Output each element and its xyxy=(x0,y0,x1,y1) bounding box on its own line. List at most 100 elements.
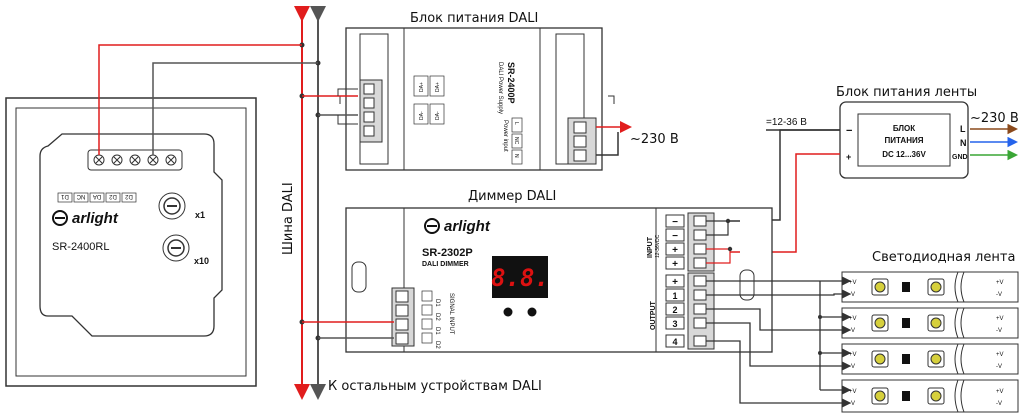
dimmer-input-terminals: − − + + xyxy=(665,212,715,272)
output-term: + xyxy=(672,277,678,288)
psu-model: SR-2400P xyxy=(506,62,516,104)
dial-x10-label: x10 xyxy=(194,256,209,266)
psu-wires xyxy=(302,88,632,156)
strip-plus: +V xyxy=(996,389,1004,395)
led-strip-1: +V -V +V -V xyxy=(841,271,1019,303)
panel-bus-wires xyxy=(98,44,318,155)
psu-input-labels: L NC N xyxy=(511,117,523,165)
output-title: OUTPUT xyxy=(650,301,657,331)
strip-psu-pin-l: L xyxy=(960,124,966,134)
input-sub: 12-36VDC xyxy=(655,234,661,258)
strip-minus: -V xyxy=(849,364,855,370)
input-term: + xyxy=(672,259,678,270)
output-term: 3 xyxy=(672,319,677,329)
strip-plus: +V xyxy=(996,280,1004,286)
dimmer-brand: arlight xyxy=(444,218,491,235)
dali-dimmer: Диммер DALI D1 D2 D1 D2 SIGNAL INPUT xyxy=(345,189,773,353)
psu-left-terminals xyxy=(359,79,383,143)
dimmer-signal-labels: D1 D2 D1 D2 xyxy=(421,290,440,349)
dimmer-subtitle: DALI DIMMER xyxy=(422,261,469,268)
psu-input-label: L xyxy=(513,122,519,125)
panel-term-label: DA xyxy=(93,193,101,199)
dali-bus: Шина DALI К остальным устройствам DALI xyxy=(281,6,542,400)
dimmer-button-2[interactable] xyxy=(527,307,537,317)
panel-term-label: NC xyxy=(76,193,85,199)
mains-voltage-strip: ~230 В xyxy=(970,111,1019,126)
strip-minus: -V xyxy=(996,401,1002,407)
dimmer-button-1[interactable] xyxy=(503,307,513,317)
output-term: 1 xyxy=(672,291,677,301)
led-strip-4: +V -V +V -V xyxy=(841,379,1019,413)
input-term: − xyxy=(672,231,678,242)
output-term: 2 xyxy=(672,305,677,315)
panel-brand: arlight xyxy=(72,210,119,227)
psu-subtitle: DALI Power Supply xyxy=(497,62,503,114)
strip-minus: -V xyxy=(849,328,855,334)
strip-plus: +V xyxy=(849,280,857,286)
strip-minus: -V xyxy=(996,292,1002,298)
panel-term-label: D2 xyxy=(109,193,117,199)
bus-label: Шина DALI xyxy=(281,182,296,255)
psu-da-label: DA- xyxy=(419,111,425,120)
input-term: + xyxy=(672,245,678,256)
dimmer-model: SR-2302P xyxy=(422,247,473,259)
dimmer-title: Диммер DALI xyxy=(468,189,556,204)
led-strip-2: +V -V +V -V xyxy=(841,307,1019,339)
strip-psu-pin-gnd: GND xyxy=(952,154,968,161)
signal-term-label: D1 xyxy=(434,299,440,307)
psu-input-label: N xyxy=(513,154,519,158)
panel-term-label: D1 xyxy=(61,193,69,199)
rotary-switch-x1-icon xyxy=(158,192,186,220)
arlight-logo-icon xyxy=(424,218,440,234)
signal-term-label: D1 xyxy=(434,327,440,335)
bottom-note: К остальным устройствам DALI xyxy=(328,379,542,394)
strip-minus: -V xyxy=(849,401,855,407)
psu-da-label: DA+ xyxy=(435,82,441,92)
signal-term-label: D2 xyxy=(434,341,440,349)
psu-da-label: DA+ xyxy=(419,82,425,92)
input-title: INPUT xyxy=(647,236,654,258)
dial-x1-label: x1 xyxy=(195,210,205,220)
dimmer-output-terminals: + 1 2 3 4 xyxy=(665,272,715,350)
dimmer-signal-terminals xyxy=(391,287,415,347)
input-term: − xyxy=(672,217,678,228)
arlight-logo-icon xyxy=(52,210,68,226)
display-digits: 8.8. xyxy=(491,264,549,292)
strip-plus: +V xyxy=(849,352,857,358)
strip-voltage: =12-36 В xyxy=(766,117,807,128)
strip-minus: -V xyxy=(996,364,1002,370)
psu-input-label: NC xyxy=(513,137,519,145)
seven-segment-display: 8.8. xyxy=(491,256,549,298)
strip-plus: +V xyxy=(849,316,857,322)
panel-model: SR-2400RL xyxy=(52,241,109,253)
led-strip-title: Светодиодная лента xyxy=(872,250,1015,265)
strip-plus: +V xyxy=(996,352,1004,358)
strip-plus: +V xyxy=(849,389,857,395)
dimmer-input-wires xyxy=(706,218,740,264)
strip-psu-pin-n: N xyxy=(960,138,967,148)
strip-psu-line2: ПИТАНИЯ xyxy=(885,136,924,145)
strip-minus: -V xyxy=(996,328,1002,334)
strip-psu-line1: БЛОК xyxy=(893,124,915,133)
signal-title: SIGNAL INPUT xyxy=(448,293,454,335)
strip-psu-title: Блок питания ленты xyxy=(836,85,977,100)
panel-term-label: D2 xyxy=(125,193,133,199)
psu-da-labels: DA+ DA+ DA- DA- xyxy=(413,75,445,125)
wall-panel: D1 NC DA D2 D2 arlight SR-2400RL x1 x10 xyxy=(5,97,257,387)
led-strip-3: +V -V +V -V xyxy=(841,343,1019,375)
psu-title: Блок питания DALI xyxy=(410,11,538,26)
output-wires xyxy=(706,276,852,408)
psu-input-title: Power input xyxy=(502,120,508,152)
dali-psu: Блок питания DALI DA+ DA+ DA- DA- SR-240… xyxy=(339,11,615,171)
psu-right-terminals xyxy=(567,117,597,165)
strip-psu: Блок питания ленты БЛОК ПИТАНИЯ DC 12...… xyxy=(836,85,977,179)
dimmer-signal-wires xyxy=(302,321,394,339)
panel-terminals xyxy=(93,154,177,166)
strip-plus: +V xyxy=(996,316,1004,322)
signal-term-label: D2 xyxy=(434,313,440,321)
strip-psu-plus: + xyxy=(846,152,851,162)
strip-psu-minus: − xyxy=(846,125,852,137)
output-term: 4 xyxy=(672,337,677,347)
psu-da-label: DA- xyxy=(435,111,441,120)
